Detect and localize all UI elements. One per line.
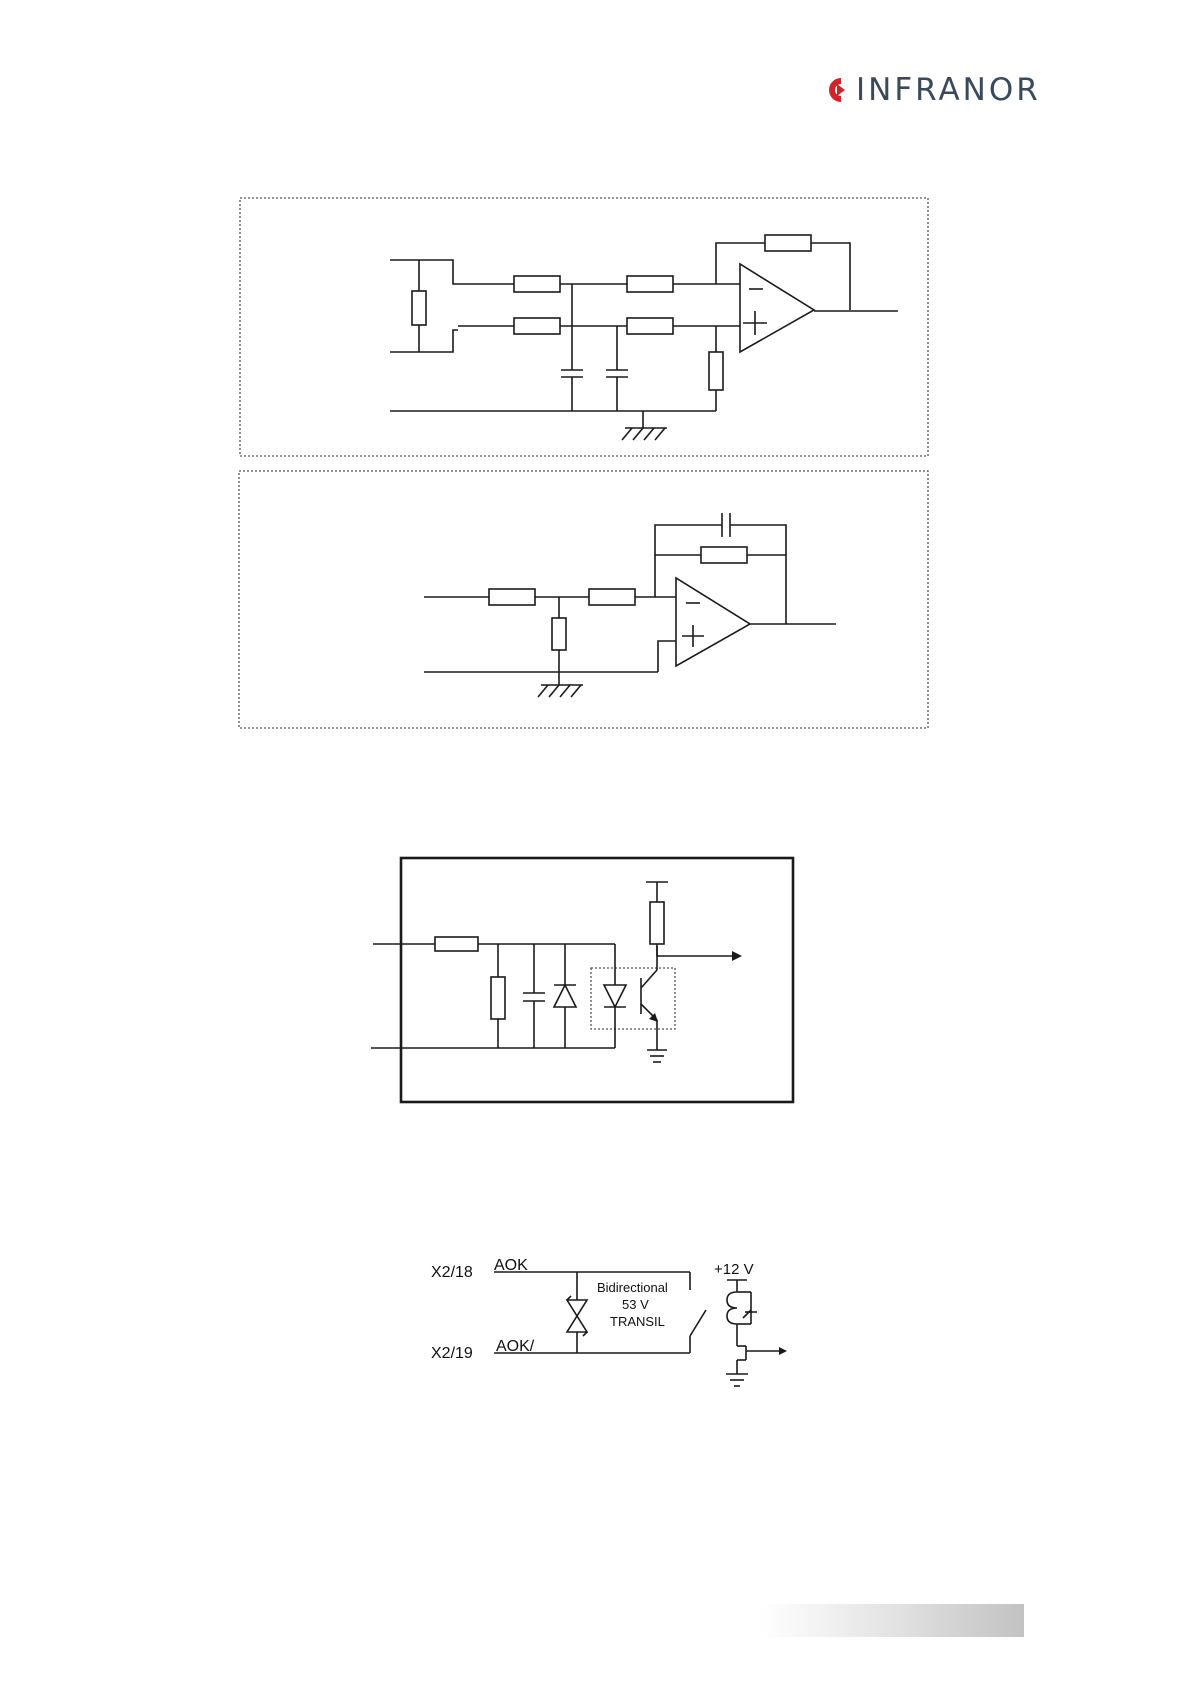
optocoupler-frame [401,858,793,1102]
resistor-series-top [627,276,673,292]
footer-page-bar [760,1604,1024,1637]
zener-diode [554,985,576,1007]
resistor-input [489,589,535,605]
optocoupler-package [591,968,675,1029]
resistor-feedback [765,235,811,251]
connector-label-bottom: X2/19 [431,1345,473,1362]
differential-input-circuit [240,198,928,456]
transil-label-line2: 53 V [622,1297,649,1312]
differential-input-frame [240,198,928,456]
resistor-shunt-opto [491,977,505,1019]
inverting-amplifier-frame [239,471,928,728]
supply-label: +12 V [714,1261,754,1278]
connector-label-top: X2/18 [431,1264,473,1281]
resistor-feedback-2 [701,547,747,563]
op-amp-inverting [676,578,750,666]
transil-label-line1: Bidirectional [597,1280,668,1295]
resistor-input-top [514,276,560,292]
resistor-series [589,589,635,605]
inverting-amplifier-circuit [239,471,928,728]
optocoupler-input-circuit [371,858,793,1102]
resistor-pullup [650,902,664,944]
relay-output-circuit: X2/18 X2/19 AOK AOK/ +12 V Bidirectional… [431,1257,787,1386]
resistor-input-bottom [514,318,560,334]
resistor-shunt [552,618,566,650]
opto-led [604,985,626,1007]
relay-coil-icon [727,1292,737,1324]
input-resistor [412,291,426,325]
resistor-series-bottom [627,318,673,334]
transil-label-line3: TRANSIL [610,1314,665,1329]
op-amp-differential [740,264,814,352]
resistor-bias [709,352,723,390]
transil-diode [567,1300,587,1316]
resistor-input-opto [435,937,478,951]
